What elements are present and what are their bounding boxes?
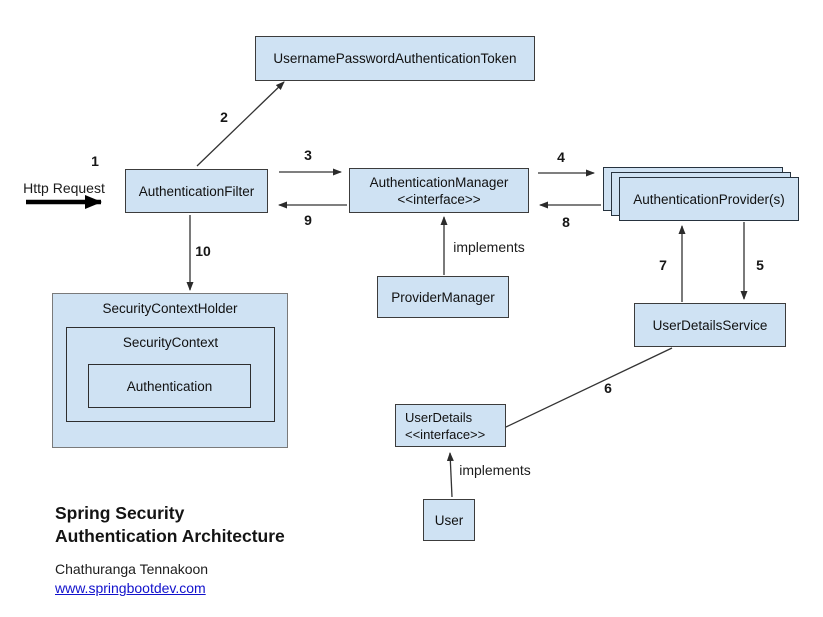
node-label: UserDetailsService: [652, 317, 768, 333]
author-name: Chathuranga Tennakoon: [55, 561, 209, 577]
line-step-6: [505, 347, 673, 428]
implements-label-provider-manager: implements: [453, 239, 525, 255]
diagram-title-line1: Spring Security: [55, 503, 185, 523]
edge-label-step-3: 3: [304, 147, 312, 163]
node-label: AuthenticationFilter: [138, 183, 255, 199]
diagram-title: Spring Security Authentication Architect…: [55, 502, 285, 548]
edge-label-step-2: 2: [220, 109, 228, 125]
node-user-details: UserDetails <<interface>>: [395, 404, 506, 447]
arrow-step-2: [196, 81, 285, 167]
node-label: AuthenticationManager: [369, 174, 509, 190]
node-username-password-authentication-token: UsernamePasswordAuthenticationToken: [255, 36, 535, 81]
edge-label-step-1: 1: [91, 153, 99, 169]
node-label: SecurityContextHolder: [102, 301, 238, 316]
node-authentication-providers: AuthenticationProvider(s): [619, 177, 799, 221]
node-label: AuthenticationProvider(s): [633, 191, 785, 207]
arrow-implements-user: [446, 452, 454, 498]
node-authentication-filter: AuthenticationFilter: [125, 169, 268, 213]
node-authentication-manager: AuthenticationManager <<interface>>: [349, 168, 529, 213]
node-label: SecurityContext: [122, 335, 219, 350]
edge-label-step-7: 7: [659, 257, 667, 273]
node-label: User: [434, 512, 464, 528]
node-label: Authentication: [126, 378, 213, 394]
node-provider-manager: ProviderManager: [377, 276, 509, 318]
node-user: User: [423, 499, 475, 541]
node-label: UserDetails: [405, 409, 473, 425]
edge-label-step-4: 4: [557, 149, 565, 165]
http-request-label: Http Request: [23, 180, 105, 196]
edge-label-step-5: 5: [756, 257, 764, 273]
edge-label-step-8: 8: [562, 214, 570, 230]
node-stereotype: <<interface>>: [397, 191, 481, 207]
edge-label-step-10: 10: [195, 243, 211, 259]
edge-label-step-6: 6: [604, 380, 612, 396]
edge-label-step-9: 9: [304, 212, 312, 228]
website-link[interactable]: www.springbootdev.com: [55, 580, 206, 596]
node-user-details-service: UserDetailsService: [634, 303, 786, 347]
node-label: ProviderManager: [391, 289, 495, 305]
node-label: UsernamePasswordAuthenticationToken: [273, 51, 517, 66]
node-stereotype: <<interface>>: [405, 426, 486, 442]
node-authentication: Authentication: [88, 364, 251, 408]
diagram-title-line2: Authentication Architecture: [55, 526, 285, 546]
implements-label-user: implements: [459, 462, 531, 478]
